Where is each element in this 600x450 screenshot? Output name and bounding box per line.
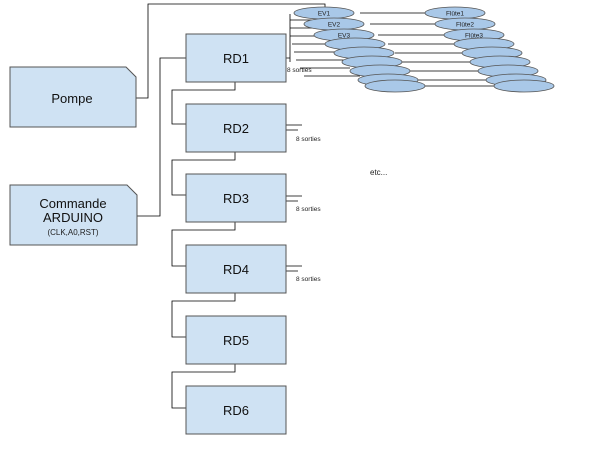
rd3-stub xyxy=(286,195,302,202)
flute-label: Flûte2 xyxy=(456,22,474,29)
rd1-outputs xyxy=(286,3,360,77)
chain-rd3-rd4 xyxy=(171,222,236,267)
relay-label: RD6 xyxy=(223,403,249,418)
relay-rd1: RD1 8 sorties xyxy=(185,33,312,83)
chain-rd5-rd6 xyxy=(171,364,236,409)
commande-line2: ARDUINO xyxy=(43,210,103,225)
commande-line1: Commande xyxy=(39,196,106,211)
flute-label: Flûte3 xyxy=(465,33,483,40)
pompe-label: Pompe xyxy=(51,91,92,106)
etc-label: etc... xyxy=(370,168,387,177)
pump-wire xyxy=(136,3,290,99)
valve-label: EV3 xyxy=(338,33,351,40)
flute-label: Flûte1 xyxy=(446,11,464,18)
commande-line3: (CLK,A0,RST) xyxy=(47,228,98,237)
relay-outputs: 8 sorties xyxy=(287,67,312,74)
valve-label: EV1 xyxy=(318,11,331,18)
relay-rd3: RD3 8 sorties xyxy=(185,173,321,223)
valve-flute-rails xyxy=(360,12,498,87)
relay-label: RD4 xyxy=(223,262,249,277)
chain-rd1-rd2 xyxy=(171,82,236,125)
wiring xyxy=(136,3,498,409)
valve-label: EV2 xyxy=(328,22,341,29)
arduino-wire xyxy=(137,57,186,217)
rd4-stub xyxy=(286,265,302,272)
chain-rd4-rd5 xyxy=(171,293,236,338)
flute-column: Flûte1 Flûte2 Flûte3 xyxy=(424,6,555,93)
chain-rd2-rd3 xyxy=(171,152,236,196)
relay-outputs: 8 sorties xyxy=(296,206,321,213)
relay-rd5: RD5 xyxy=(185,315,287,365)
commande-box: Commande ARDUINO (CLK,A0,RST) xyxy=(9,184,138,246)
valve-ellipse xyxy=(364,79,426,93)
relay-outputs: 8 sorties xyxy=(296,276,321,283)
relay-label: RD3 xyxy=(223,191,249,206)
pompe-box: Pompe xyxy=(9,66,137,128)
relay-rd6: RD6 xyxy=(185,385,287,435)
relay-rd2: RD2 8 sorties xyxy=(185,103,321,153)
relay-label: RD1 xyxy=(223,51,249,66)
relay-label: RD5 xyxy=(223,333,249,348)
rd2-stub xyxy=(286,124,302,131)
relay-outputs: 8 sorties xyxy=(296,136,321,143)
relay-rd4: RD4 8 sorties xyxy=(185,244,321,294)
valve-column: EV1 EV2 EV3 xyxy=(293,6,426,93)
flute-ellipse xyxy=(493,79,555,93)
relay-label: RD2 xyxy=(223,121,249,136)
